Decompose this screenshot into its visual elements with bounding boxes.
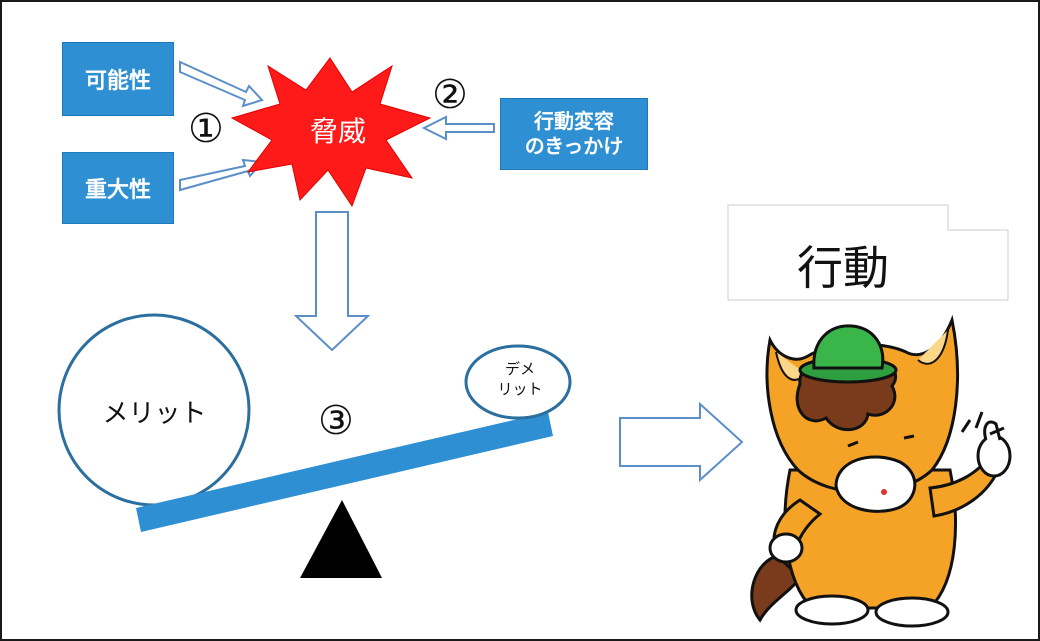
- demerit-label: デメ リット: [470, 360, 570, 399]
- arrow-trigger-to-threat: [421, 115, 495, 141]
- fulcrum-triangle-icon: [300, 500, 382, 578]
- step-marker-1: ①: [188, 106, 224, 152]
- step-marker-3: ③: [318, 398, 354, 444]
- trigger-label-line2: のきっかけ: [524, 134, 624, 158]
- arrow-balance-to-action: [619, 401, 744, 483]
- step-marker-2: ②: [432, 72, 468, 118]
- arrow-threat-to-balance: [293, 211, 371, 352]
- demerit-label-line1: デメ: [504, 360, 535, 378]
- action-label: 行動: [797, 241, 889, 295]
- severity-label: 重大性: [84, 178, 151, 203]
- behavior-change-trigger-box: 行動変容 のきっかけ: [500, 98, 648, 170]
- arrow-possibility-to-threat: [179, 60, 264, 108]
- trigger-label-line1: 行動変容: [534, 109, 614, 133]
- arrow-severity-to-threat: [179, 158, 264, 192]
- seesaw-beam: [136, 412, 553, 532]
- demerit-label-line2: リット: [497, 379, 543, 398]
- threat-label: 脅威: [309, 115, 366, 148]
- demerit-circle: [464, 344, 572, 420]
- severity-box: 重大性: [62, 152, 174, 224]
- threat-burst-shape: [230, 57, 432, 208]
- action-card: [727, 204, 1009, 301]
- possibility-box: 可能性: [62, 42, 174, 116]
- mascot-character-icon: [750, 314, 1012, 628]
- merit-label: メリット: [102, 399, 207, 429]
- possibility-label: 可能性: [84, 69, 151, 94]
